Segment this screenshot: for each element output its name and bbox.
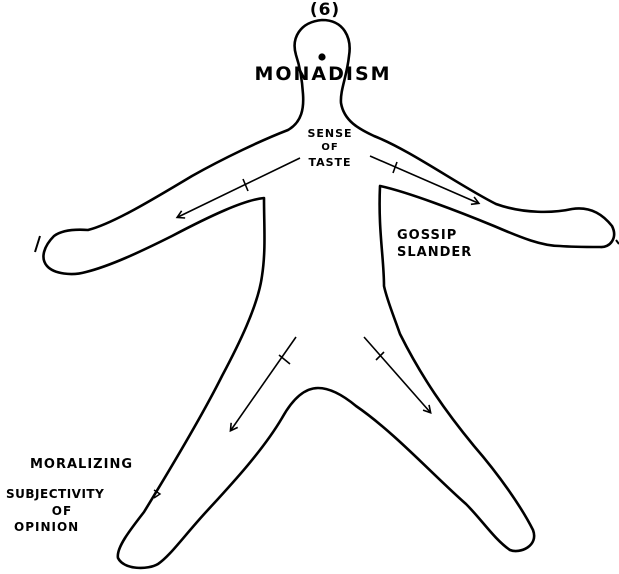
figure-number: (6) — [305, 2, 345, 19]
center-label-line3: TASTE — [298, 157, 362, 168]
label-moralizing: MORALIZING — [30, 458, 133, 471]
label-subjectivity: SUBJECTIVITY — [6, 488, 104, 500]
arrow-left-arm — [178, 158, 300, 217]
crown-dot — [318, 53, 325, 60]
label-opinion: OPINION — [14, 521, 79, 533]
right-label-gossip: GOSSIP — [397, 229, 457, 242]
arrow-left-leg — [231, 337, 296, 430]
body-outline — [43, 20, 614, 568]
center-label-line1: SENSE — [300, 128, 360, 139]
right-label-slander: SLANDER — [397, 246, 472, 259]
left-hand-mark — [35, 236, 40, 252]
page-title: MONADISM — [243, 65, 403, 84]
label-of: OF — [44, 505, 80, 517]
arrow-right-leg — [364, 337, 430, 412]
center-label-line2: OF — [315, 143, 345, 153]
